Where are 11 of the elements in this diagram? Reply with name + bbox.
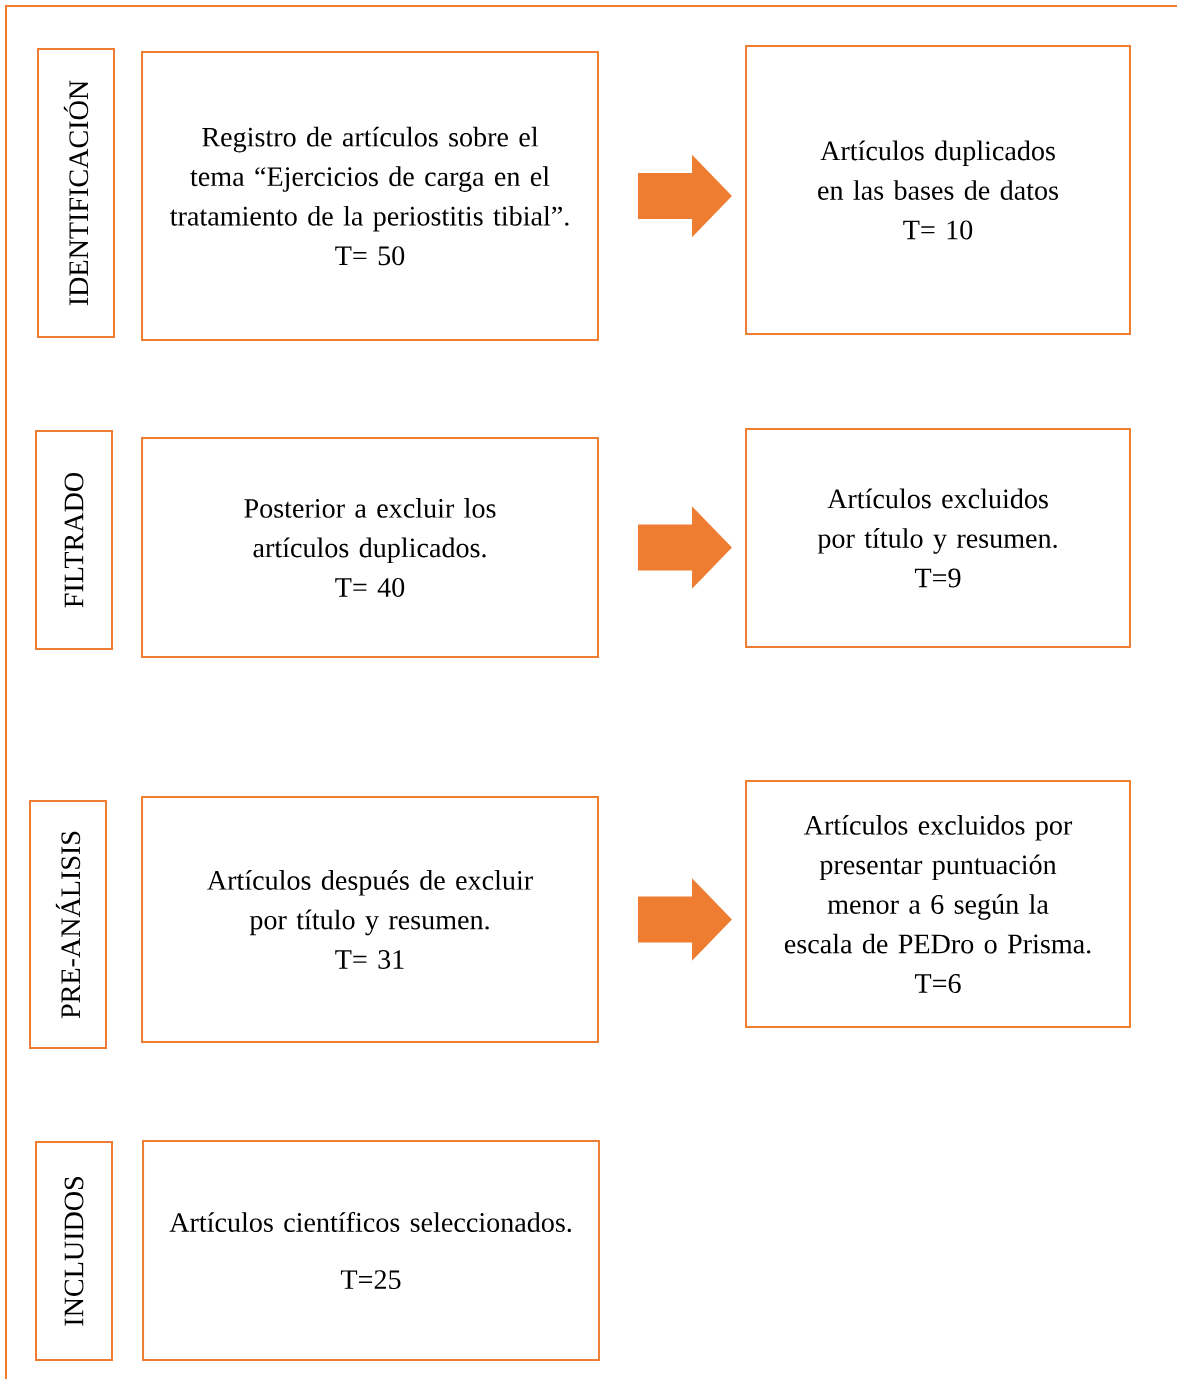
stage-label-box: INCLUIDOS xyxy=(35,1141,113,1361)
stage-label-box: IDENTIFICACIÓN xyxy=(37,48,115,338)
process-box: Artículos excluidos por presentar puntuación menor a 6 según la escala de PEDro o Prisma. T=6 xyxy=(745,780,1131,1028)
process-box: Posterior a excluir los artículos duplicados. T= 40 xyxy=(141,437,599,658)
process-box: Artículos excluidos por título y resumen. T=9 xyxy=(745,428,1131,648)
process-box: Registro de artículos sobre el tema “Ejercicios de carga en el tratamiento de la periostitis tibial”. T= 50 xyxy=(141,51,599,341)
process-box: Artículos después de excluir por título y resumen. T= 31 xyxy=(141,796,599,1043)
process-box: Artículos duplicados en las bases de datos T= 10 xyxy=(745,45,1131,335)
stage-label-box: FILTRADO xyxy=(35,430,113,650)
process-box: Artículos científicos seleccionados. T=25 xyxy=(142,1140,600,1361)
stage-label-box: PRE-ANÁLISIS xyxy=(29,800,107,1049)
